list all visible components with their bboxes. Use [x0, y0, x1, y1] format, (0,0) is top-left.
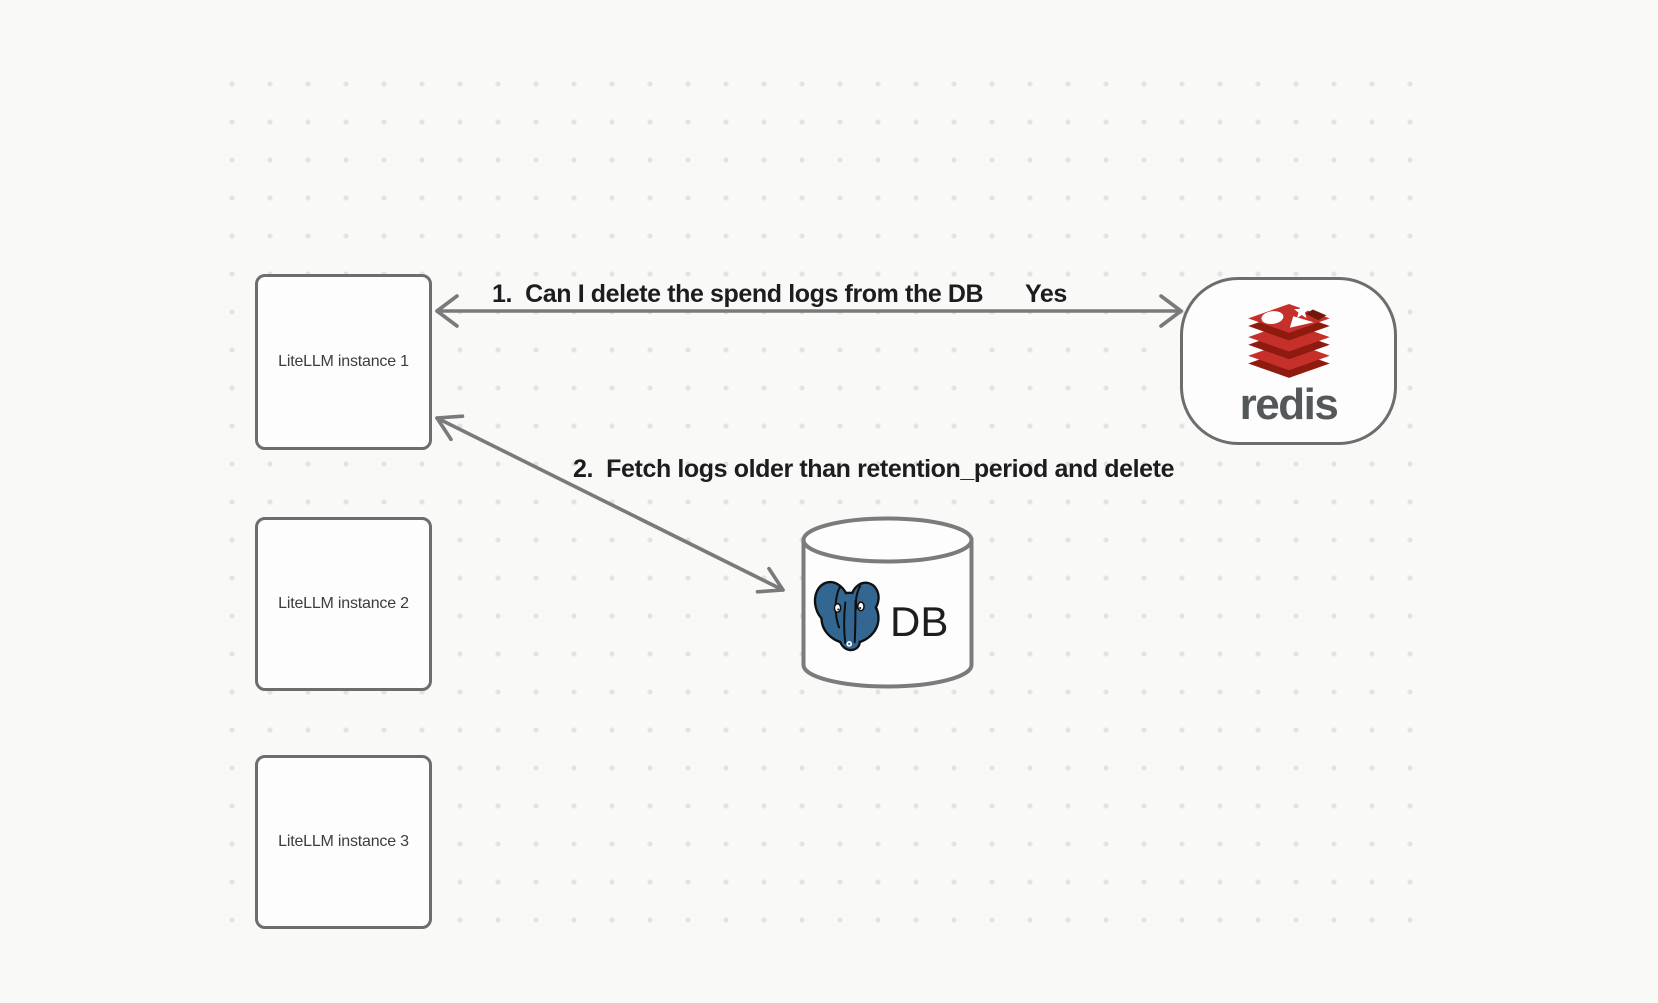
postgresql-elephant-icon: [813, 580, 880, 652]
node-litellm-instance-1[interactable]: LiteLLM instance 1: [255, 274, 432, 450]
db-cylinder[interactable]: DB: [800, 516, 975, 690]
db-cylinder-shape: [801, 516, 974, 689]
redis-logo-icon: [1247, 303, 1330, 378]
redis-wordmark: redis: [1239, 379, 1339, 429]
node-label: LiteLLM instance 1: [278, 353, 409, 370]
node-litellm-instance-3[interactable]: LiteLLM instance 3: [255, 755, 432, 929]
node-db[interactable]: DB: [800, 516, 975, 690]
arrow1-answer-label[interactable]: Yes: [1025, 280, 1067, 308]
arrow1-label[interactable]: 1. Can I delete the spend logs from the …: [492, 280, 984, 308]
node-label: LiteLLM instance 3: [278, 833, 409, 850]
node-litellm-instance-2[interactable]: LiteLLM instance 2: [255, 517, 432, 691]
node-label: LiteLLM instance 2: [278, 595, 409, 612]
node-redis[interactable]: redis: [1180, 277, 1397, 445]
db-label: DB: [890, 598, 948, 645]
arrow2-label[interactable]: 2. Fetch logs older than retention_perio…: [573, 455, 1175, 483]
